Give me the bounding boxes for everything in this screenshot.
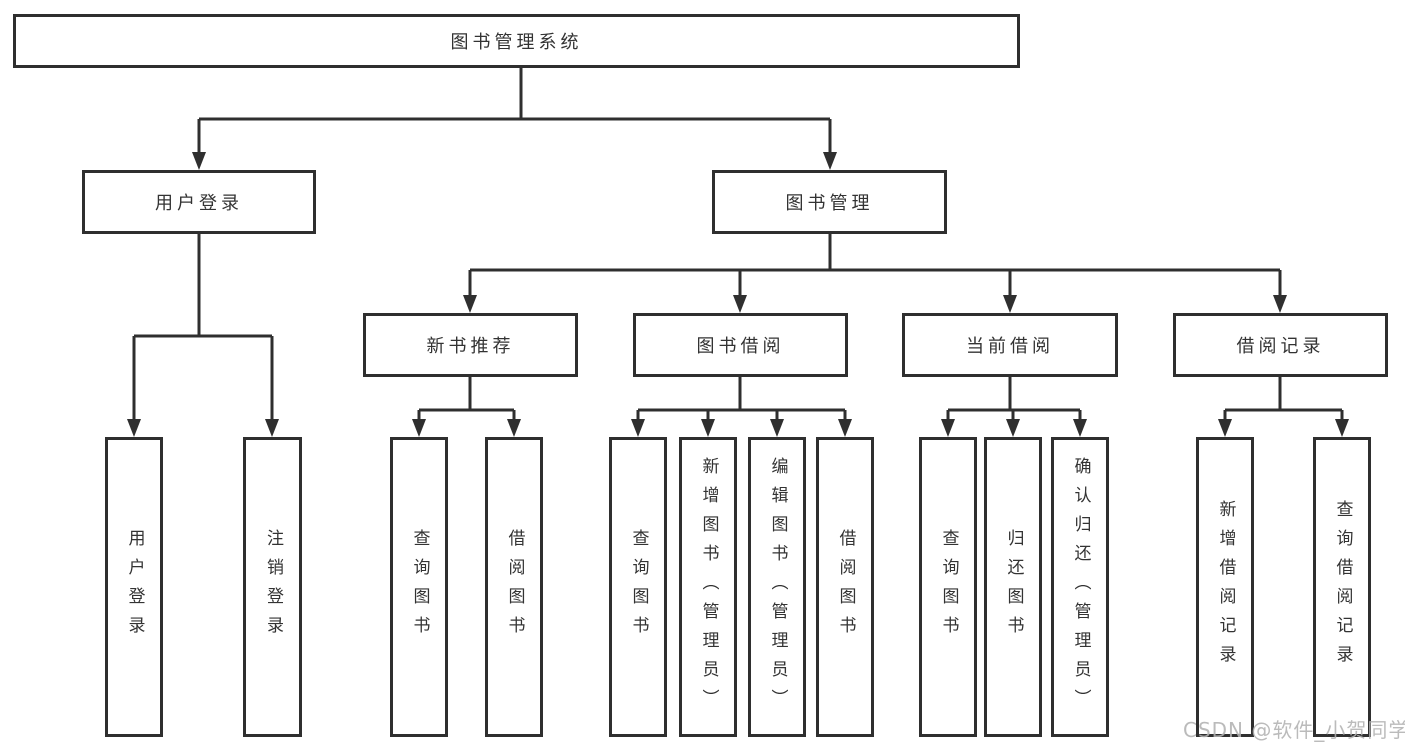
leaf-confirm-return-admin: 确认归还（管理员） [1051, 437, 1109, 737]
leaf-logout: 注销登录 [243, 437, 302, 737]
node-book-borrowing: 图书借阅 [633, 313, 848, 377]
node-borrow-records: 借阅记录 [1173, 313, 1388, 377]
leaf-borrow-books-borrowing: 借阅图书 [816, 437, 874, 737]
node-new-book-recommend: 新书推荐 [363, 313, 578, 377]
leaf-query-books-current: 查询图书 [919, 437, 977, 737]
leaf-return-book: 归还图书 [984, 437, 1042, 737]
leaf-add-borrow-record: 新增借阅记录 [1196, 437, 1254, 737]
node-user-login: 用户登录 [82, 170, 316, 234]
leaf-borrow-books-recommend: 借阅图书 [485, 437, 543, 737]
csdn-watermark: CSDN @软件_小贺同学 [1183, 718, 1405, 742]
leaf-query-books-borrowing: 查询图书 [609, 437, 667, 737]
arrowheads [127, 152, 1349, 437]
node-current-borrowing: 当前借阅 [902, 313, 1118, 377]
leaf-add-book-admin: 新增图书（管理员） [679, 437, 737, 737]
node-book-management: 图书管理 [712, 170, 947, 234]
leaf-edit-book-admin: 编辑图书（管理员） [748, 437, 806, 737]
leaf-query-books-recommend: 查询图书 [390, 437, 448, 737]
leaf-query-borrow-record: 查询借阅记录 [1313, 437, 1371, 737]
leaf-user-login: 用户登录 [105, 437, 163, 737]
node-library-management-system: 图书管理系统 [13, 14, 1020, 68]
